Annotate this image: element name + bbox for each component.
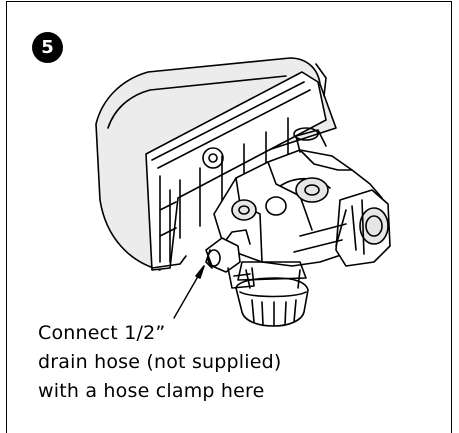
caption-line: with a hose clamp here [38,380,265,402]
step-number: 5 [41,37,54,58]
cover-plate [145,71,327,271]
bypass-assembly [293,189,391,267]
instruction-panel [6,1,452,433]
step-number-badge: 5 [32,32,63,63]
caption-line: Connect 1/2” [38,322,166,344]
drain-cap [235,261,309,327]
caption-line: drain hose (not supplied) [38,351,282,373]
instruction-caption: Connect 1/2” drain hose (not supplied) w… [38,319,282,406]
pointer-arrow [173,265,205,319]
drain-fitting [205,229,255,289]
